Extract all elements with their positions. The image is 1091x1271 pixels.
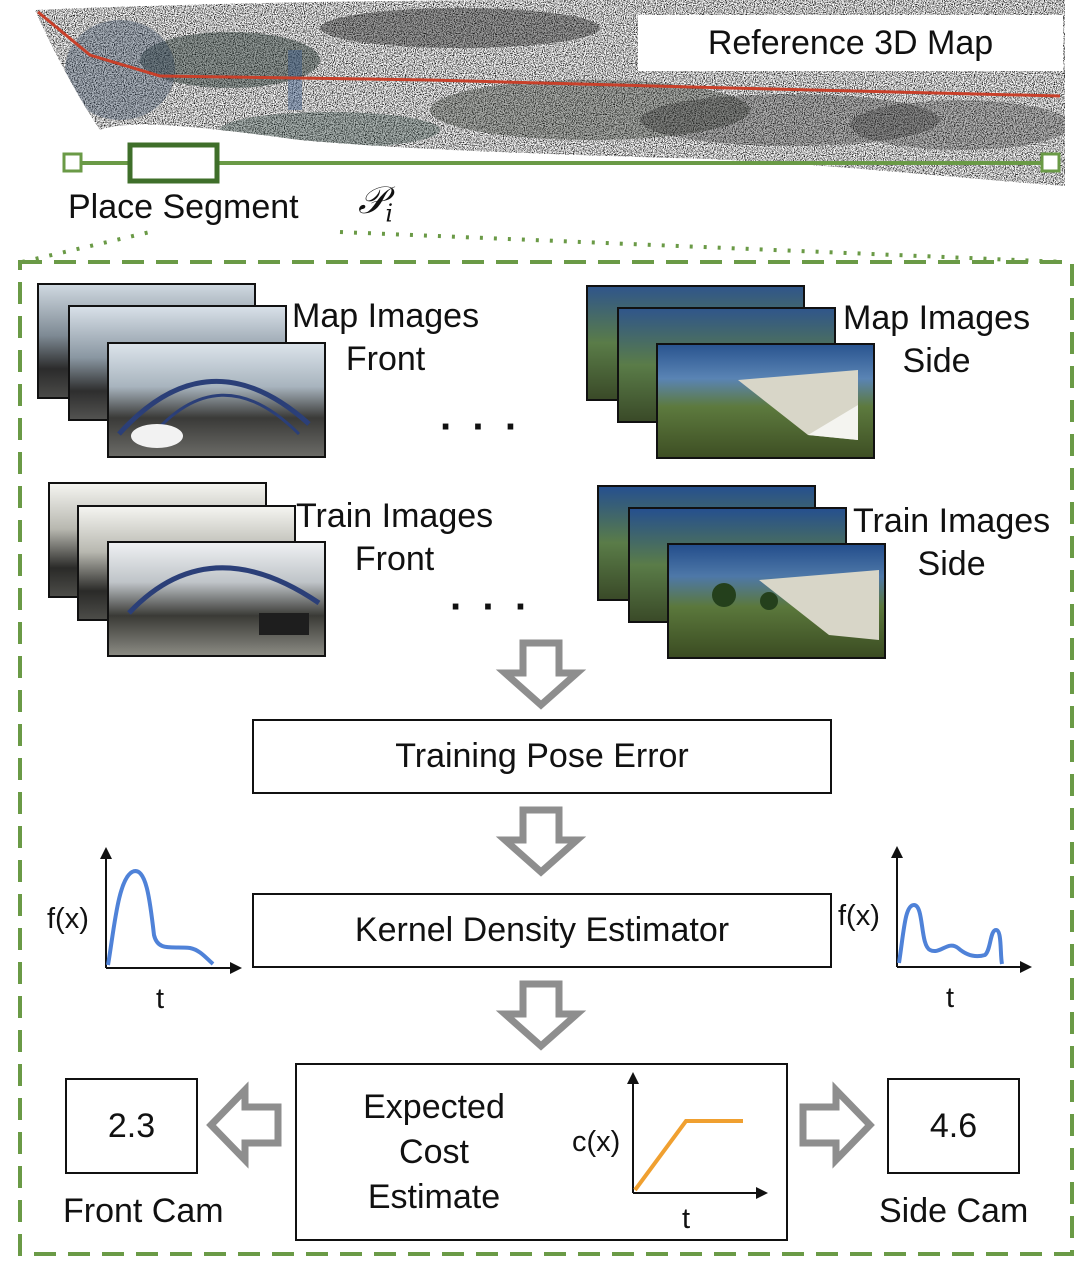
training-pose-error-box: Training Pose Error <box>252 719 832 794</box>
expected-cost-box: Expected Cost Estimate <box>295 1063 788 1241</box>
map-title: Reference 3D Map <box>638 15 1063 71</box>
front-ylabel: f(x) <box>47 903 89 935</box>
cost-ylabel: c(x) <box>572 1126 621 1158</box>
cost-xlabel: t <box>682 1203 691 1235</box>
train-side-label: Train Images <box>853 502 1051 540</box>
map-side-label: Map Images <box>843 299 1031 337</box>
train-side-image-3 <box>667 543 886 659</box>
side-cam-label: Side Cam <box>879 1192 1029 1230</box>
map-side-image-3 <box>656 343 875 459</box>
side-ylabel: f(x) <box>838 900 880 932</box>
side-cam-score: 4.6 <box>887 1078 1020 1174</box>
segment-symbol: 𝒫i <box>358 178 394 228</box>
ellipsis-top: · · · <box>440 405 523 449</box>
train-front-label: Train Images <box>296 497 494 535</box>
cost-line-1: Expected <box>363 1087 505 1126</box>
kde-box: Kernel Density Estimator <box>252 893 832 968</box>
selected-segment <box>127 142 220 184</box>
front-cam-label: Front Cam <box>63 1192 224 1230</box>
front-cam-score: 2.3 <box>65 1078 198 1174</box>
arrow-down-icon <box>495 639 587 710</box>
arrow-right-icon <box>799 1081 875 1169</box>
cost-line-2: Cost <box>399 1132 469 1171</box>
front-density-curve <box>106 869 215 966</box>
trajectory-line <box>37 10 1061 98</box>
side-density-curve <box>897 902 1004 965</box>
cost-curve <box>633 1119 743 1192</box>
map-front-label: Map Images <box>292 297 480 335</box>
map-front-sublabel: Front <box>345 340 426 379</box>
front-xlabel: t <box>156 983 165 1015</box>
arrow-down-icon <box>495 980 587 1051</box>
map-side-sublabel: Side <box>902 342 971 381</box>
train-front-image-3 <box>107 541 326 657</box>
segment-bar <box>62 142 1061 184</box>
side-xlabel: t <box>946 982 955 1014</box>
cost-line-3: Estimate <box>367 1177 501 1216</box>
arrow-down-icon <box>495 806 587 877</box>
train-front-sublabel: Front <box>354 540 435 579</box>
map-front-image-3 <box>107 342 326 458</box>
train-side-sublabel: Side <box>917 545 986 584</box>
ellipsis-bottom: · · · <box>450 585 533 629</box>
segment-label: Place Segment <box>68 188 299 226</box>
arrow-left-icon <box>206 1081 282 1169</box>
